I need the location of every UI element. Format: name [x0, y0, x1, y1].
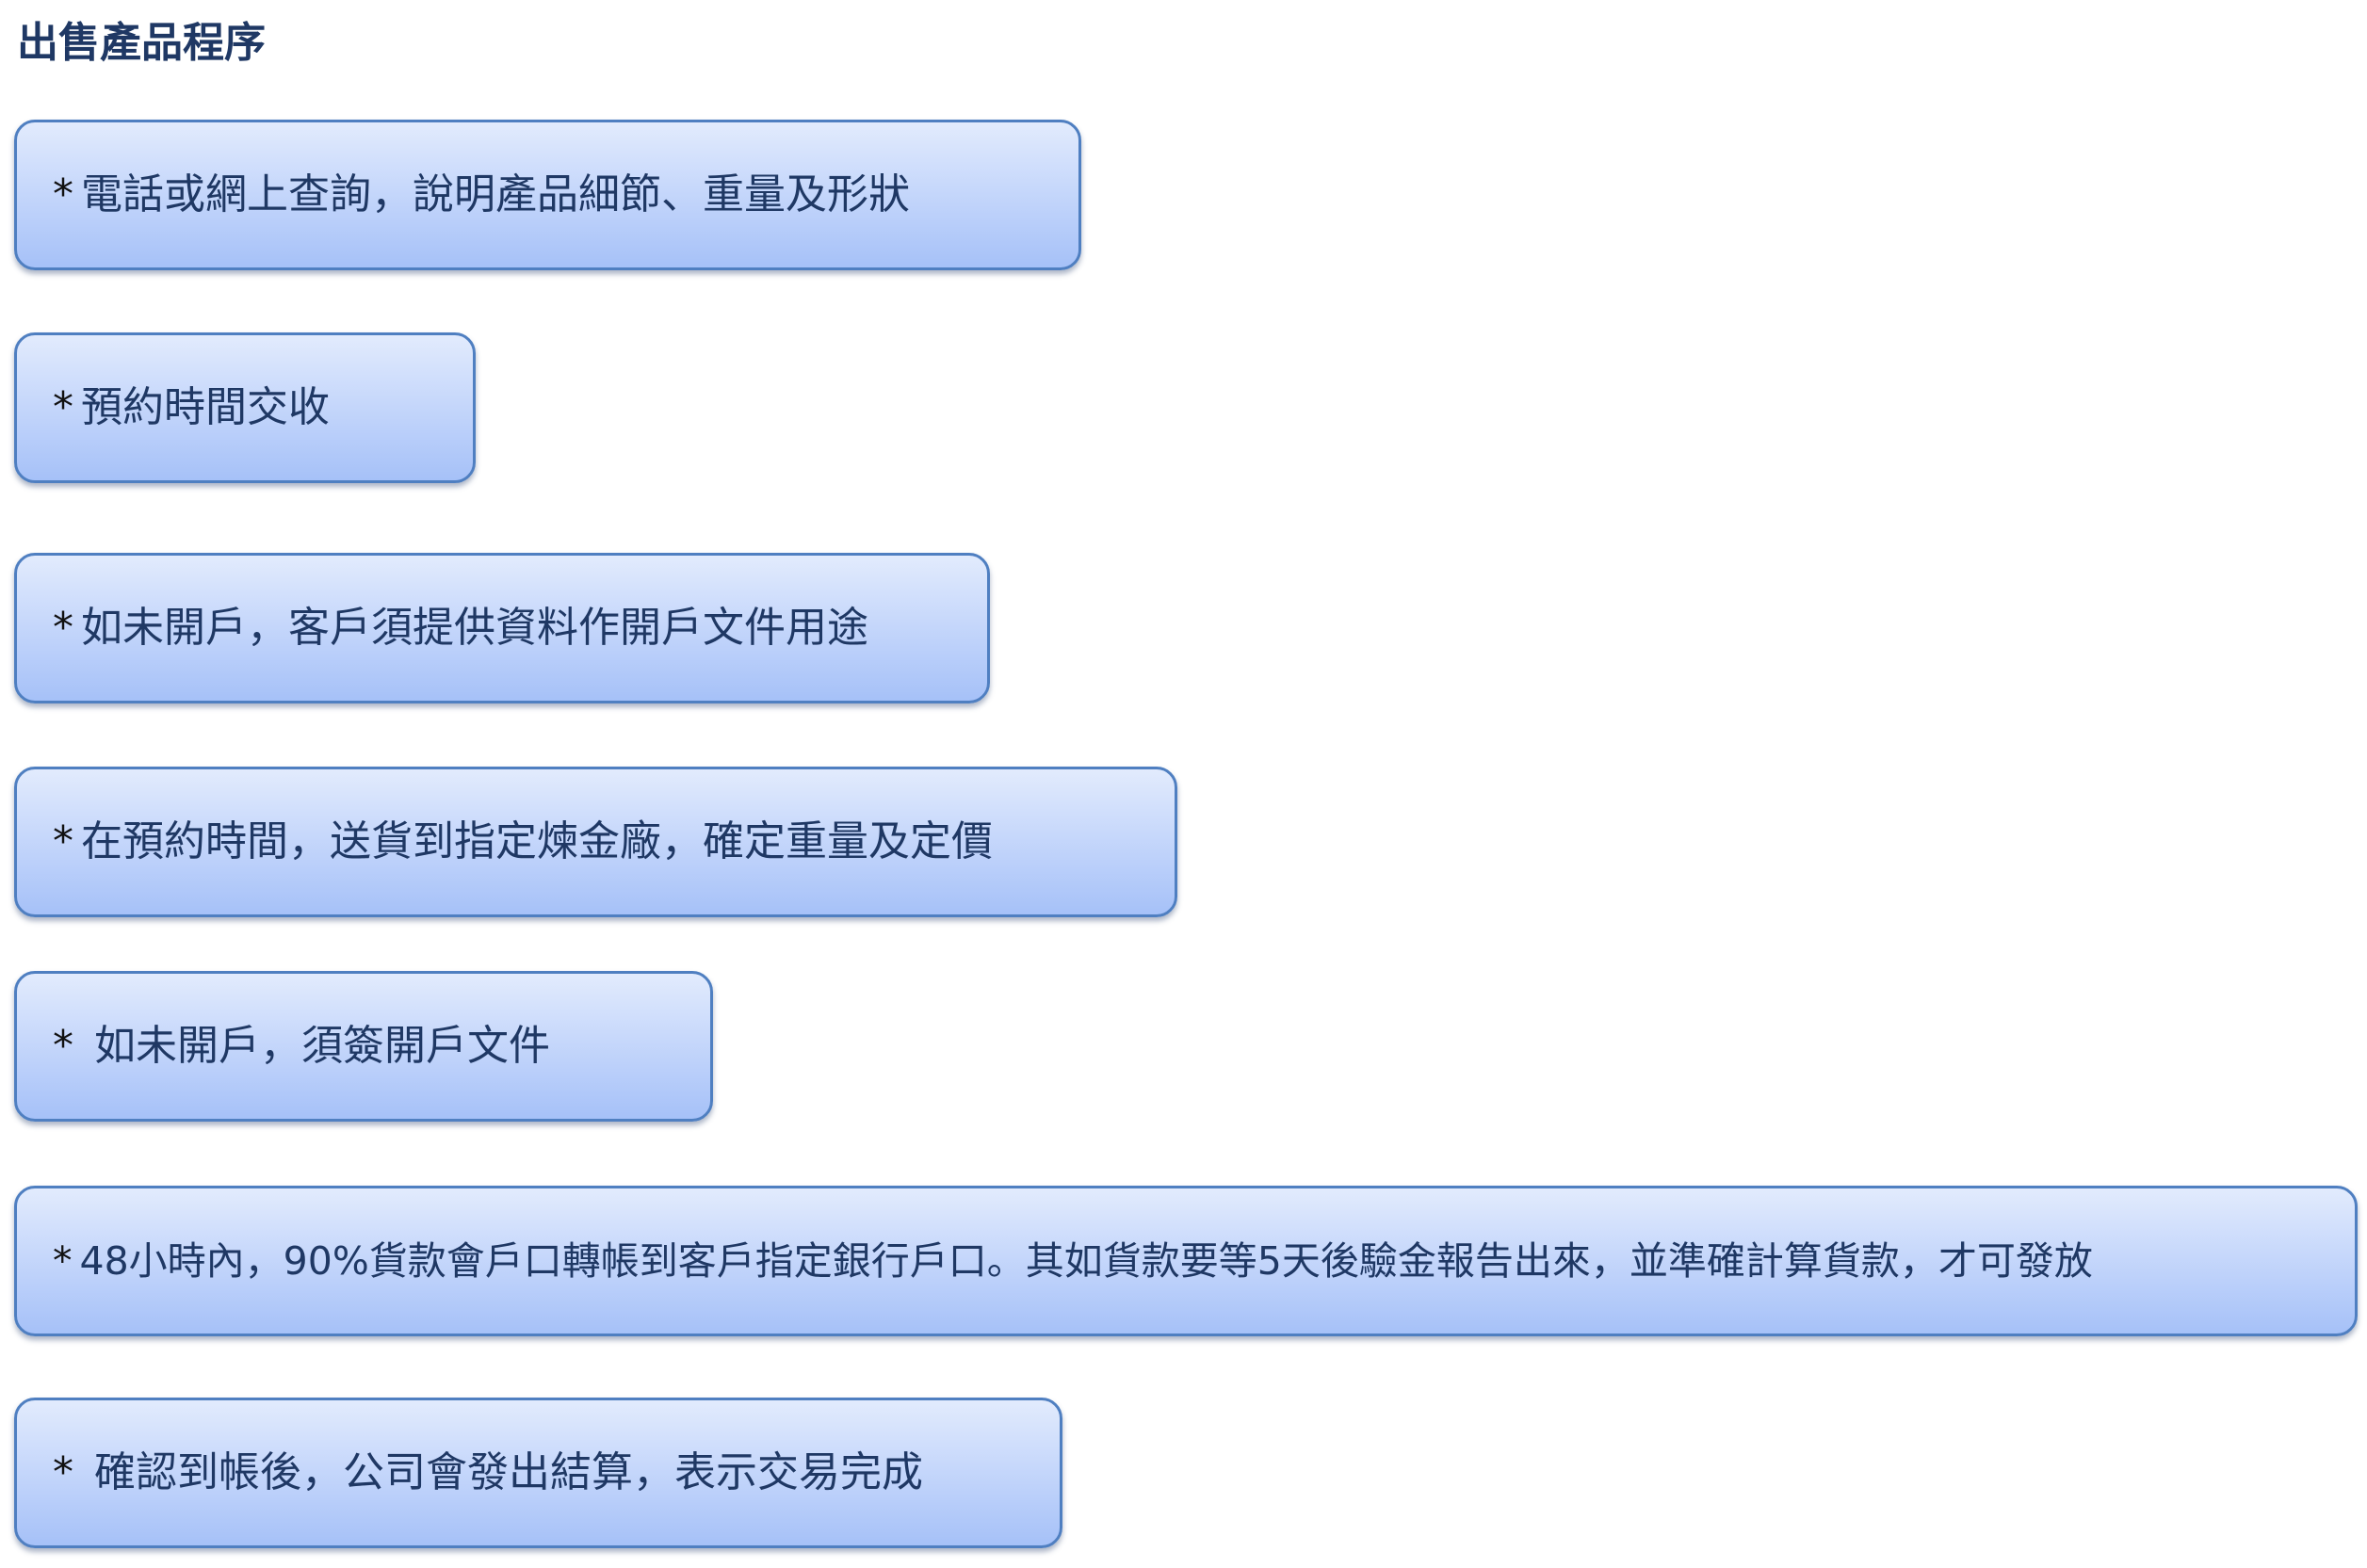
step-text: *在預約時間，送貨到指定煉金廠，確定重量及定價	[53, 821, 993, 863]
step-text: *電話或網上查詢，說明產品細節、重量及形狀	[53, 174, 910, 216]
step-box-settlement: * 確認到帳後，公司會發出結算，表示交易完成	[14, 1398, 1062, 1548]
step-box-account-documents: *如未開戶，客戶須提供資料作開戶文件用途	[14, 553, 990, 703]
step-text: *如未開戶，客戶須提供資料作開戶文件用途	[53, 607, 868, 649]
step-label: 如未開戶，須簽開戶文件	[81, 1022, 550, 1070]
step-label: 電話或網上查詢，說明產品細節、重量及形狀	[81, 170, 910, 218]
step-box-delivery: *在預約時間，送貨到指定煉金廠，確定重量及定價	[14, 767, 1177, 917]
step-box-payment: *48小時內，90%貨款會戶口轉帳到客戶指定銀行戶口。其如貨款要等5天後驗金報告…	[14, 1186, 2358, 1336]
step-box-appointment: *預約時間交收	[14, 332, 476, 483]
step-box-sign-account: * 如未開戶，須簽開戶文件	[14, 971, 713, 1122]
bullet-marker: *	[53, 383, 73, 431]
step-label: 確認到帳後，公司會發出結算，表示交易完成	[81, 1448, 923, 1496]
step-label: 如未開戶，客戶須提供資料作開戶文件用途	[81, 604, 868, 652]
step-text: * 確認到帳後，公司會發出結算，表示交易完成	[53, 1452, 923, 1494]
bullet-marker: *	[53, 1022, 73, 1070]
bullet-marker: *	[53, 1448, 73, 1496]
step-label: 48小時內，90%貨款會戶口轉帳到客戶指定銀行戶口。其如貨款要等5天後驗金報告出…	[79, 1237, 2093, 1284]
step-label: 在預約時間，送貨到指定煉金廠，確定重量及定價	[81, 817, 993, 865]
step-text: *預約時間交收	[53, 387, 330, 428]
step-label: 預約時間交收	[81, 383, 330, 431]
step-box-enquiry: *電話或網上查詢，說明產品細節、重量及形狀	[14, 120, 1081, 270]
step-text: * 如未開戶，須簽開戶文件	[53, 1026, 550, 1067]
bullet-marker: *	[53, 1237, 73, 1284]
bullet-marker: *	[53, 170, 73, 218]
bullet-marker: *	[53, 817, 73, 865]
bullet-marker: *	[53, 604, 73, 652]
step-text: *48小時內，90%貨款會戶口轉帳到客戶指定銀行戶口。其如貨款要等5天後驗金報告…	[53, 1241, 2093, 1281]
page-title: 出售產品程序	[17, 19, 266, 67]
